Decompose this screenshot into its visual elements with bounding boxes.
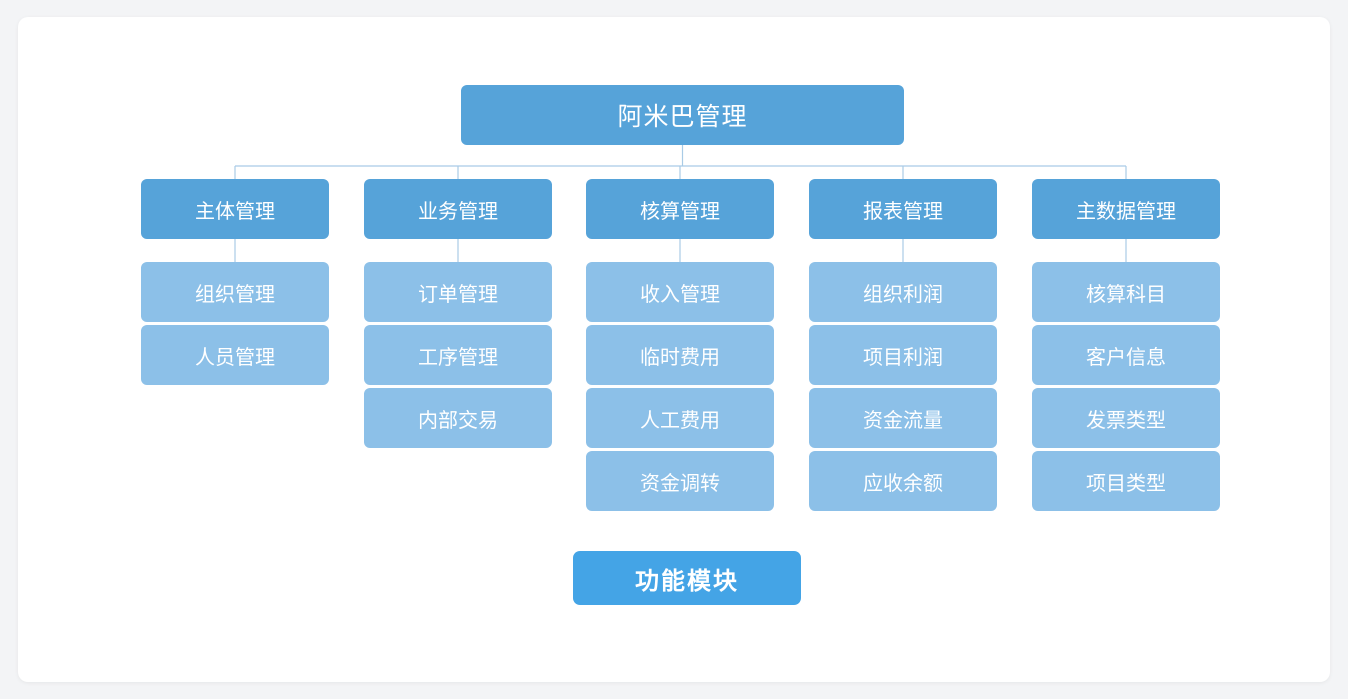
leaf-node: 项目类型 (1032, 451, 1220, 511)
category-node-2: 业务管理 (364, 179, 552, 239)
leaf-node: 客户信息 (1032, 325, 1220, 385)
category-node-4: 报表管理 (809, 179, 997, 239)
leaf-node: 人员管理 (141, 325, 329, 385)
leaf-node: 人工费用 (586, 388, 774, 448)
leaf-node: 资金流量 (809, 388, 997, 448)
category-node-5: 主数据管理 (1032, 179, 1220, 239)
leaf-node: 内部交易 (364, 388, 552, 448)
leaf-node: 项目利润 (809, 325, 997, 385)
leaf-node: 资金调转 (586, 451, 774, 511)
leaf-node: 发票类型 (1032, 388, 1220, 448)
leaf-node: 应收余额 (809, 451, 997, 511)
category-node-3: 核算管理 (586, 179, 774, 239)
leaf-node: 组织管理 (141, 262, 329, 322)
leaf-node: 临时费用 (586, 325, 774, 385)
leaf-node: 组织利润 (809, 262, 997, 322)
root-node: 阿米巴管理 (461, 85, 904, 145)
diagram-caption: 功能模块 (573, 551, 801, 605)
leaf-node: 核算科目 (1032, 262, 1220, 322)
leaf-node: 订单管理 (364, 262, 552, 322)
leaf-node: 收入管理 (586, 262, 774, 322)
category-node-1: 主体管理 (141, 179, 329, 239)
leaf-node: 工序管理 (364, 325, 552, 385)
